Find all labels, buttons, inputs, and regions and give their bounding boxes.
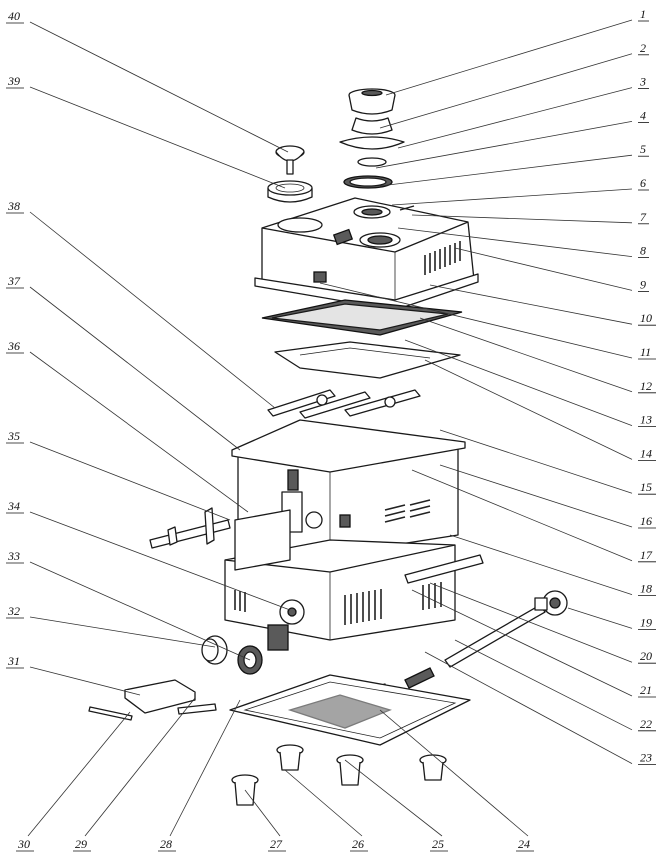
leader-line-13 — [404, 339, 633, 426]
callout-number: 37 — [7, 274, 21, 288]
callout-number: 16 — [640, 514, 652, 528]
leader-line-33 — [29, 561, 251, 661]
callout-number: 17 — [640, 548, 653, 562]
leader-line-24 — [379, 709, 529, 837]
leader-line-20 — [429, 582, 633, 663]
leader-line-14 — [424, 359, 633, 460]
callout-number: 21 — [640, 683, 652, 697]
callout-number: 18 — [640, 582, 652, 596]
leader-line-29 — [84, 697, 196, 837]
callout-number: 36 — [7, 339, 20, 353]
callout-number: 7 — [640, 210, 647, 224]
part-base-tray — [229, 674, 471, 746]
leader-line-21 — [411, 589, 633, 697]
callout-number: 3 — [639, 75, 646, 89]
leader-line-22 — [454, 639, 633, 731]
leader-line-18 — [449, 534, 633, 595]
callout-number: 5 — [640, 142, 646, 156]
leader-line-25 — [344, 759, 443, 837]
part-ring — [267, 180, 313, 203]
callout-layer: 1234567891011121314151617181920212223242… — [6, 7, 656, 852]
part-handle-left — [149, 507, 231, 549]
callout-number: 10 — [640, 311, 652, 325]
part-grate — [261, 299, 463, 336]
leader-line-15 — [439, 429, 633, 494]
leader-line-30 — [27, 711, 131, 837]
callout-number: 27 — [270, 837, 283, 851]
part-knob — [275, 145, 305, 175]
part-outer-body — [224, 509, 484, 651]
part-firebox — [231, 419, 466, 556]
leader-line-23 — [424, 651, 633, 764]
leader-line-26 — [284, 769, 363, 837]
callout-number: 2 — [640, 41, 646, 55]
callout-number: 31 — [7, 654, 20, 668]
leader-line-37 — [29, 286, 241, 451]
callout-number: 12 — [640, 379, 652, 393]
leader-line-35 — [29, 441, 231, 521]
part-control-knob — [201, 635, 263, 675]
callout-number: 23 — [640, 751, 652, 765]
callout-number: 11 — [640, 345, 651, 359]
callout-number: 38 — [7, 199, 20, 213]
callout-number: 25 — [432, 837, 444, 851]
leader-line-2 — [379, 53, 633, 129]
leader-line-16 — [439, 464, 633, 528]
callout-number: 14 — [640, 446, 652, 460]
leader-line-40 — [29, 21, 289, 153]
callout-number: 28 — [160, 837, 172, 851]
leader-line-10 — [429, 284, 633, 325]
part-burner-tubes — [267, 389, 421, 419]
callout-number: 39 — [7, 74, 20, 88]
callout-number: 40 — [8, 9, 20, 23]
leader-line-19 — [567, 607, 633, 629]
callout-number: 29 — [75, 837, 87, 851]
callout-number: 30 — [17, 837, 30, 851]
leader-line-7 — [411, 214, 633, 224]
leader-line-12 — [419, 317, 633, 393]
callout-number: 26 — [352, 837, 364, 851]
part-heat-shield — [274, 341, 461, 379]
leader-line-8 — [397, 227, 633, 257]
leader-line-32 — [29, 616, 216, 648]
leader-line-34 — [29, 511, 291, 611]
callout-number: 6 — [640, 176, 646, 190]
leader-line-28 — [169, 699, 241, 837]
callout-number: 20 — [640, 649, 652, 663]
callout-number: 13 — [640, 413, 652, 427]
callout-number: 34 — [7, 499, 20, 513]
callout-number: 8 — [640, 244, 646, 258]
leader-line-5 — [379, 154, 633, 187]
part-lid-housing — [254, 197, 479, 311]
callout-number: 15 — [640, 480, 652, 494]
part-feet — [231, 744, 447, 806]
callout-number: 1 — [640, 7, 646, 21]
part-cap-stack — [339, 88, 405, 189]
leader-line-39 — [29, 86, 286, 189]
leader-line-1 — [385, 19, 633, 96]
leader-line-6 — [391, 188, 633, 206]
leader-line-36 — [29, 351, 249, 513]
callout-number: 35 — [7, 429, 20, 443]
callout-number: 32 — [7, 604, 20, 618]
callout-number: 24 — [518, 837, 530, 851]
leader-line-38 — [29, 211, 276, 409]
callout-number: 22 — [640, 717, 652, 731]
leader-line-31 — [29, 666, 141, 696]
leader-line-4 — [375, 121, 633, 169]
parts-drawing — [88, 88, 568, 806]
callout-number: 19 — [640, 615, 652, 629]
leader-line-9 — [454, 247, 633, 291]
leader-line-11 — [319, 282, 633, 359]
leader-line-27 — [244, 789, 281, 837]
leader-line-17 — [411, 469, 633, 562]
callout-number: 9 — [640, 277, 646, 291]
leader-line-3 — [397, 87, 633, 149]
callout-number: 4 — [640, 108, 646, 122]
part-drip-tray — [88, 679, 217, 721]
callout-number: 33 — [7, 549, 20, 563]
